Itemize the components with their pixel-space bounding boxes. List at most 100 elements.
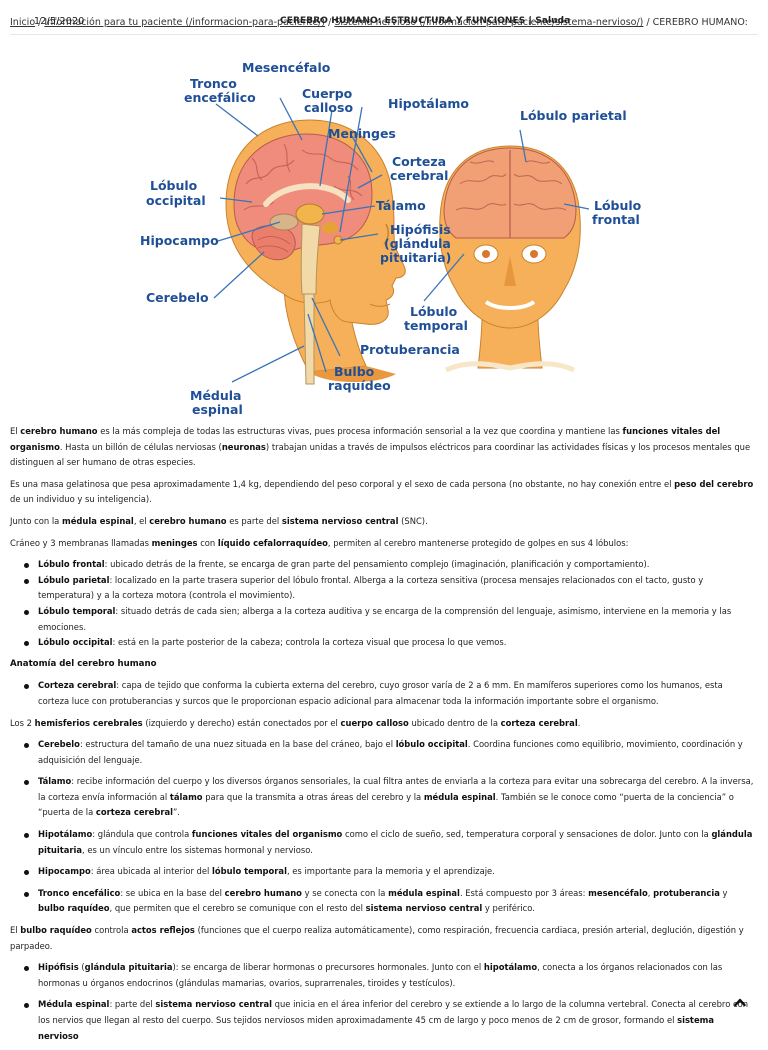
list-item: Tálamo: recibe información del cuerpo y … (24, 774, 756, 821)
bold-term: neuronas (221, 441, 266, 452)
bold-term: médula espinal (61, 515, 134, 526)
chevron-up-icon[interactable] (734, 992, 746, 1007)
print-title: CEREBRO HUMANO: ESTRUCTURA Y FUNCIONES |… (280, 16, 571, 26)
label-tronco-line1: Tronco (190, 76, 237, 91)
label-medula-line2: espinal (192, 402, 243, 417)
bold-term: actos reflejos (131, 925, 195, 936)
bold-term: sistema nervioso central (155, 999, 272, 1010)
print-date: 12/5/2020 (34, 16, 85, 27)
label-cerebelo: Cerebelo (146, 290, 209, 305)
bold-term: médula espinal (423, 791, 496, 802)
label-hipofisis-line1: Hipófisis (390, 222, 451, 237)
bold-term: cerebro humano (149, 515, 227, 526)
label-talamo: Tálamo (376, 198, 426, 213)
chevron-up-glyph (734, 998, 746, 1007)
breadcrumb-home-link[interactable]: Inicio (10, 17, 36, 28)
label-hipotalamo: Hipotálamo (388, 96, 469, 111)
label-temporal-line1: Lóbulo (410, 304, 458, 319)
list-item: Lóbulo parietal: localizado en la parte … (24, 573, 756, 604)
label-tronco-line2: encefálico (184, 90, 256, 105)
label-temporal-line2: temporal (404, 318, 468, 333)
bold-term: bulbo raquídeo (38, 903, 110, 914)
bold-term: Lóbulo occipital (38, 637, 113, 648)
breadcrumb-section-link[interactable]: Sistema nervioso (/informacion-para-paci… (334, 17, 644, 28)
breadcrumb-separator: / (328, 17, 332, 28)
bold-term: meninges (151, 537, 198, 548)
bold-term: bulbo raquídeo (20, 925, 92, 936)
bold-term: Tronco encefálico (38, 887, 121, 898)
list-item: Corteza cerebral: capa de tejido que con… (24, 678, 756, 709)
label-occipital-line1: Lóbulo (150, 178, 198, 193)
bold-term: Lóbulo frontal (38, 559, 105, 570)
breadcrumb-separator: / (38, 17, 42, 28)
bold-term: cuerpo calloso (340, 717, 409, 728)
label-hipocampo: Hipocampo (140, 233, 219, 248)
hemispheres-paragraph: Los 2 hemisferios cerebrales (izquierdo … (10, 717, 581, 728)
label-hipofisis-line2: (glándula (384, 236, 451, 251)
bold-term: peso del cerebro (674, 478, 754, 489)
label-corteza-line2: cerebral (390, 168, 448, 183)
bold-term: funciones vitales del organismo (191, 829, 343, 840)
bold-term: corteza cerebral (95, 807, 173, 818)
bold-term: Hipotálamo (38, 829, 93, 840)
label-occipital-line2: occipital (146, 193, 206, 208)
bold-term: corteza cerebral (500, 717, 578, 728)
list-item: Lóbulo frontal: ubicado detrás de la fre… (24, 557, 756, 573)
section-heading: Anatomía del cerebro humano (10, 658, 157, 669)
label-mesencefalo: Mesencéfalo (242, 60, 331, 75)
label-frontal-line1: Lóbulo (594, 198, 642, 213)
leader-lines (213, 97, 590, 383)
figure-labels: Mesencéfalo Tronco encefálico Cuerpo cal… (140, 60, 642, 417)
header-divider (10, 34, 758, 35)
weight-paragraph: Es una masa gelatinosa que pesa aproxima… (10, 478, 754, 505)
corteza-list: Corteza cerebral: capa de tejido que con… (10, 678, 756, 709)
bold-term: médula espinal (388, 887, 460, 898)
list-item: Hipocampo: área ubicada al interior del … (24, 864, 756, 880)
list-item: Médula espinal: parte del sistema nervio… (24, 997, 756, 1044)
label-hipofisis-line3: pituitaria) (380, 250, 451, 265)
label-frontal-line2: frontal (592, 212, 640, 227)
bold-term: Tálamo (38, 776, 72, 787)
label-cuerpo-line1: Cuerpo (302, 86, 353, 101)
bold-term: funciones vitales del organismo (10, 426, 721, 452)
brain-anatomy-illustration: Mesencéfalo Tronco encefálico Cuerpo cal… (140, 60, 642, 417)
breadcrumb: Inicio/Información para tu paciente (/in… (10, 17, 748, 29)
bold-term: hipotálamo (483, 962, 538, 973)
label-protuberancia: Protuberancia (360, 342, 460, 357)
sagittal-head-drawing (225, 119, 406, 385)
label-meninges: Meninges (328, 126, 396, 141)
bold-term: tálamo (169, 791, 203, 802)
meninges-paragraph: Cráneo y 3 membranas llamadas meninges c… (10, 537, 629, 548)
frontal-head-drawing (439, 145, 581, 373)
bold-term: Corteza cerebral (38, 680, 117, 691)
list-item: Cerebelo: estructura del tamaño de una n… (24, 737, 756, 768)
breadcrumb-info-link[interactable]: Información para tu paciente (/informaci… (44, 17, 326, 28)
bold-term: protuberancia (653, 887, 720, 898)
bold-term: glándula pituitaria (84, 962, 173, 973)
bulbo-paragraph: El bulbo raquídeo controla actos reflejo… (10, 925, 744, 951)
bold-term: cerebro humano (224, 887, 302, 898)
bold-term: lóbulo temporal (212, 866, 287, 877)
structures-list-2: Hipófisis (glándula pituitaria): se enca… (10, 960, 756, 1044)
structures-list: Cerebelo: estructura del tamaño de una n… (10, 737, 756, 917)
breadcrumb-separator: / (646, 17, 650, 28)
bold-term: líquido cefalorraquídeo (217, 537, 328, 548)
list-item: Lóbulo temporal: situado detrás de cada … (24, 604, 756, 635)
list-item: Tronco encefálico: se ubica en la base d… (24, 886, 756, 917)
label-bulbo-line1: Bulbo (334, 364, 375, 379)
brain-anatomy-figure: Mesencéfalo Tronco encefálico Cuerpo cal… (134, 54, 642, 422)
bold-term: hemisferios cerebrales (34, 717, 143, 728)
bold-term: sistema nervioso (38, 1015, 714, 1041)
breadcrumb-current: CEREBRO HUMANO: ESTRUCTURA Y FUNCIONES (652, 17, 748, 28)
bold-term: Lóbulo temporal (38, 605, 116, 616)
bold-term: lóbulo occipital (395, 739, 468, 750)
bold-term: cerebro humano (20, 426, 98, 436)
bold-term: Hipocampo (38, 866, 91, 877)
list-item: Hipófisis (glándula pituitaria): se enca… (24, 960, 756, 991)
bold-term: Cerebelo (38, 739, 80, 750)
page-header: Inicio/Información para tu paciente (/in… (0, 0, 768, 40)
bold-term: Hipófisis (38, 962, 79, 973)
label-corteza-line1: Corteza (392, 154, 446, 169)
bold-term: sistema nervioso central (281, 515, 399, 526)
